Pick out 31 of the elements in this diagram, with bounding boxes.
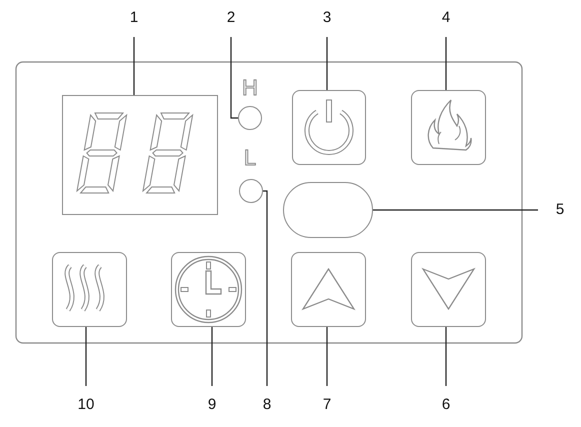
leader-line — [326, 327, 328, 386]
callout-number: 6 — [434, 396, 458, 414]
callout-number: 10 — [74, 396, 98, 414]
indicator-light — [239, 179, 263, 203]
callout-number: 4 — [434, 9, 458, 27]
leader-line — [230, 37, 238, 119]
down-button — [411, 252, 486, 327]
digital-display — [62, 95, 218, 215]
leader-line — [211, 327, 213, 386]
indicator-letter: H — [241, 77, 259, 99]
indicator-light — [238, 106, 262, 130]
callout-number: 3 — [315, 9, 339, 27]
leader-line — [133, 37, 135, 95]
heat-button — [52, 252, 127, 327]
oval-button — [283, 182, 373, 238]
callout-number: 1 — [122, 9, 146, 27]
callout-number: 8 — [255, 396, 279, 414]
leader-line — [445, 327, 447, 386]
leader-line — [85, 327, 87, 386]
indicator-letter: L — [242, 147, 258, 169]
callout-number: 5 — [548, 201, 572, 219]
callout-number: 7 — [315, 396, 339, 414]
up-button — [291, 252, 366, 327]
callout-number: 9 — [200, 396, 224, 414]
leader-line — [445, 37, 447, 90]
flame-button — [411, 90, 486, 165]
leader-line — [263, 190, 268, 386]
leader-line — [373, 209, 538, 211]
leader-line — [326, 37, 328, 90]
callout-number: 2 — [219, 9, 243, 27]
power-button — [292, 90, 366, 165]
